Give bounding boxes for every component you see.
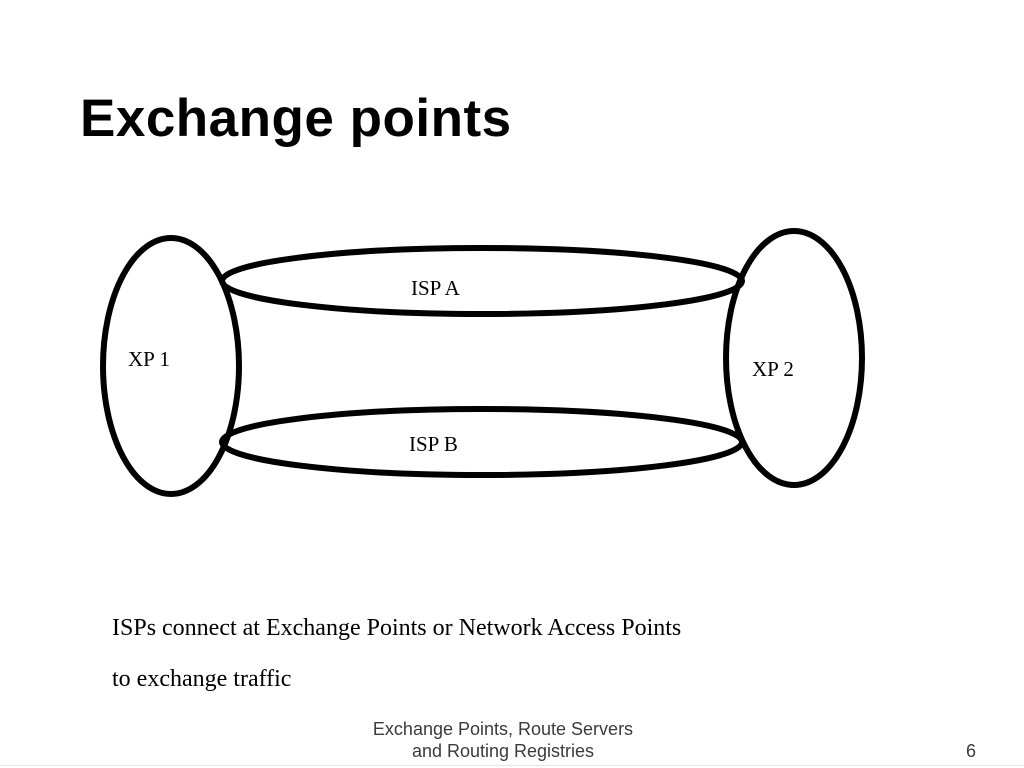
bottom-divider (0, 765, 1024, 766)
slide-footer: Exchange Points, Route Servers and Routi… (330, 718, 676, 762)
footer-line-1: Exchange Points, Route Servers (372, 719, 634, 739)
body-text-line-1: ISPs connect at Exchange Points or Netwo… (112, 615, 682, 641)
isp-a-label: ISP A (411, 276, 461, 300)
isp-a-link (219, 245, 745, 317)
isp-b-label: ISP B (409, 432, 458, 456)
xp1-label: XP 1 (128, 347, 170, 371)
slide-title: Exchange points (80, 89, 512, 148)
xp2-node (723, 228, 865, 488)
page-number: 6 (966, 741, 977, 761)
xp1-node (100, 235, 242, 497)
isp-b-link (219, 406, 745, 478)
footer-line-2: and Routing Registries (411, 741, 595, 761)
xp2-label: XP 2 (752, 357, 794, 381)
body-text-line-2: to exchange traffic (112, 666, 292, 692)
